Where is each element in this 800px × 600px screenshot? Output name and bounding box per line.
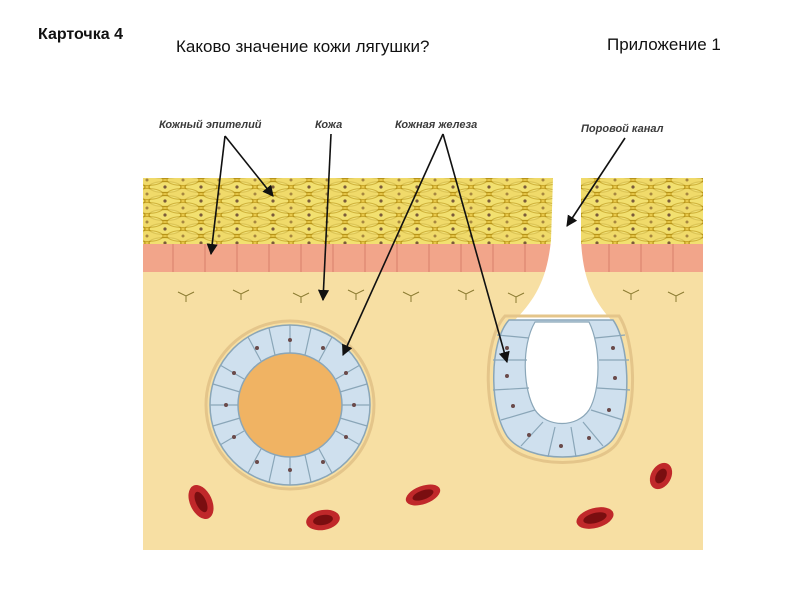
blood-vessels <box>188 462 673 531</box>
basal-layer <box>143 244 703 272</box>
frog-skin-svg: Кожный эпителий Кожа Кожная железа Поров… <box>143 119 703 550</box>
label-pore-canal: Поровой канал <box>581 123 664 135</box>
frog-skin-diagram: Кожный эпителий Кожа Кожная железа Поров… <box>143 90 703 550</box>
skin-gland-flask <box>486 314 634 464</box>
pore-canal <box>513 178 613 322</box>
label-skin: Кожа <box>315 119 342 131</box>
appendix-label: Приложение 1 <box>607 35 721 54</box>
pointer-arrows <box>206 133 626 364</box>
epithelium-layer <box>143 178 703 244</box>
label-skin-gland: Кожная железа <box>395 119 477 131</box>
question-title: Каково значение кожи лягушки? <box>176 37 430 56</box>
dermal-cells <box>177 289 685 303</box>
card-label: Карточка 4 <box>38 26 123 43</box>
label-skin-epithelium: Кожный эпителий <box>159 119 262 131</box>
skin-gland-round <box>204 319 376 491</box>
